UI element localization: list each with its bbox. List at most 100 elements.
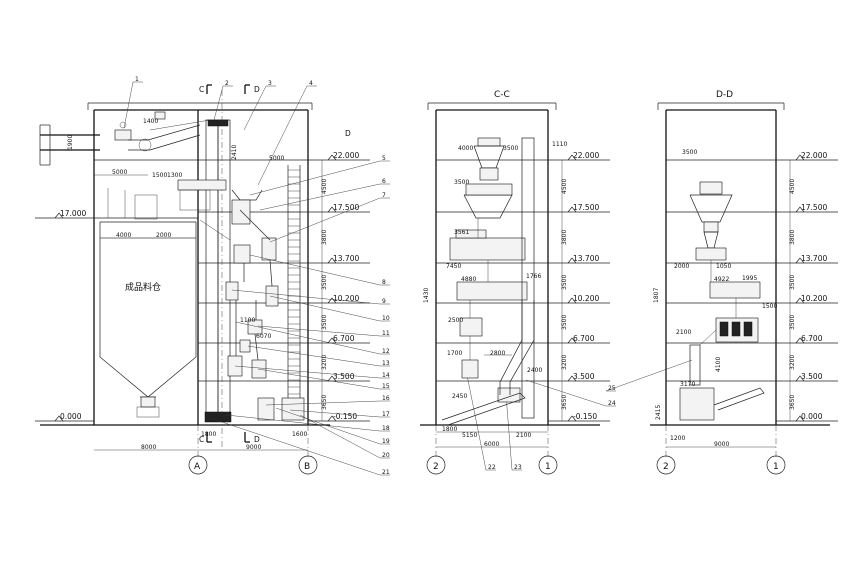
dd-dim-9000: 9000 <box>714 441 729 448</box>
cc-dim-3500b: 3500 <box>454 179 469 186</box>
cc-dim-2800: 2800 <box>490 350 505 357</box>
cc-dim-2450: 2450 <box>452 393 467 400</box>
main-level-4: 6.700 <box>333 334 355 343</box>
dd-level-3: 10.200 <box>801 294 827 303</box>
dd-floor-h-0: 4500 <box>789 179 796 194</box>
axis-b-bubble <box>298 455 318 475</box>
silo-levels: 17.000 0.000 <box>35 209 94 422</box>
main-floor-h-4: 3200 <box>321 355 328 370</box>
top-conveyor <box>128 111 211 152</box>
dd-floor-h-2: 3500 <box>789 275 796 290</box>
process-equipment <box>177 179 305 421</box>
cc-level-5: 3.500 <box>573 372 595 381</box>
cut-d-top: D <box>254 85 260 94</box>
cc-dim-2500: 2500 <box>448 317 463 324</box>
callout-11: 11 <box>382 330 390 337</box>
cc-level-6: -0.150 <box>573 412 597 421</box>
main-building-frame <box>40 90 330 458</box>
cc-dim-1110: 1110 <box>552 141 567 148</box>
callout-5: 5 <box>382 155 386 162</box>
dd-axis-1-label: 1 <box>773 462 779 472</box>
callout-6: 6 <box>382 178 386 185</box>
main-floor-h-1: 3800 <box>321 230 328 245</box>
dd-dim-4100: 4100 <box>715 357 722 372</box>
dim-1600: 1600 <box>292 431 307 438</box>
main-floor-h-2: 3500 <box>321 275 328 290</box>
dd-level-1: 17.500 <box>801 203 827 212</box>
dim-1100: 1100 <box>240 317 255 324</box>
cc-dim-1800: 1800 <box>442 426 457 433</box>
callout-7: 7 <box>382 192 386 199</box>
dd-frame <box>650 102 830 458</box>
callout-1: 1 <box>135 76 139 83</box>
cc-dim-2100: 2100 <box>516 432 531 439</box>
callout-8: 8 <box>382 279 386 286</box>
cc-dim-3500: 3500 <box>503 145 518 152</box>
callout-20: 20 <box>382 452 390 459</box>
cc-dim-4880: 4880 <box>461 276 476 283</box>
dim-4000: 4000 <box>116 232 131 239</box>
dd-floor-h-5: 3650 <box>789 395 796 410</box>
dd-dim-2100: 2100 <box>676 329 691 336</box>
main-level-5: 3.500 <box>333 372 355 381</box>
callout-10: 10 <box>382 315 390 322</box>
cc-level-3: 10.200 <box>573 294 599 303</box>
cut-d-bottom: D <box>254 435 260 444</box>
callout-16: 16 <box>382 395 390 402</box>
cc-dim-3561: 3561 <box>454 229 469 236</box>
dim-2000: 2000 <box>156 232 171 239</box>
cc-axis-2-label: 2 <box>433 462 439 472</box>
main-dimensions: 5000 4000 2000 8000 9000 1400 1500 1300 … <box>94 118 308 451</box>
section-dd-title: D-D <box>716 90 733 100</box>
callout-4: 4 <box>309 80 313 87</box>
dd-dim-1807: 1807 <box>653 288 660 303</box>
cc-dimensions: 4000 3500 1110 3500 3561 7450 1766 4880 … <box>423 141 567 448</box>
callout-13: 13 <box>382 360 390 367</box>
axis-b-label: B <box>304 462 310 472</box>
callout-14: 14 <box>382 372 390 379</box>
cut-marks-main: C D C D D <box>199 84 351 444</box>
dd-dim-3170: 3170 <box>680 381 695 388</box>
main-floor-h-3: 3500 <box>321 315 328 330</box>
cut-c-bottom: C <box>199 435 204 444</box>
dd-floor-h-3: 3500 <box>789 315 796 330</box>
dim-1800: 1800 <box>201 431 216 438</box>
cc-floor-h-3: 3500 <box>561 315 568 330</box>
cc-level-marks: 22.000 17.500 13.700 10.200 6.700 3.500 … <box>548 151 610 422</box>
cc-axis-1-label: 1 <box>545 462 551 472</box>
callout-2: 2 <box>225 80 229 87</box>
cc-floor-h-1: 3800 <box>561 230 568 245</box>
main-elevation: 成品料仓 1900 <box>35 76 693 476</box>
pipe-rack: 1900 <box>39 121 132 166</box>
main-floor-h-0: 4500 <box>321 179 328 194</box>
dd-dim-1200: 1200 <box>670 435 685 442</box>
dd-equipment <box>679 181 765 421</box>
callout-12: 12 <box>382 348 390 355</box>
dim-6070: 6070 <box>256 333 271 340</box>
cc-dim-7450: 7450 <box>446 263 461 270</box>
callout-25: 25 <box>608 385 616 392</box>
callout-18: 18 <box>382 425 390 432</box>
dim-8000: 8000 <box>141 444 156 451</box>
callout-24: 24 <box>608 400 616 407</box>
main-level-6: -0.150 <box>333 412 357 421</box>
dd-level-4: 6.700 <box>801 334 823 343</box>
callout-17: 17 <box>382 411 390 418</box>
cut-c-top: C <box>199 85 204 94</box>
section-cc-title: C-C <box>494 90 510 100</box>
main-level-3: 10.200 <box>333 294 359 303</box>
cc-frame <box>420 102 600 458</box>
cc-level-1: 17.500 <box>573 203 599 212</box>
callout-19: 19 <box>382 438 390 445</box>
cc-level-0: 22.000 <box>573 151 599 160</box>
dim-2410: 2410 <box>231 145 238 160</box>
dd-axis-1-bubble <box>766 455 786 475</box>
callout-21: 21 <box>382 469 390 476</box>
product-silo: 成品料仓 <box>99 188 197 418</box>
axis-a-bubble <box>188 455 208 475</box>
main-axes: A B <box>188 455 318 475</box>
cc-dim-6000: 6000 <box>484 441 499 448</box>
dd-dim-2415: 2415 <box>655 405 662 420</box>
